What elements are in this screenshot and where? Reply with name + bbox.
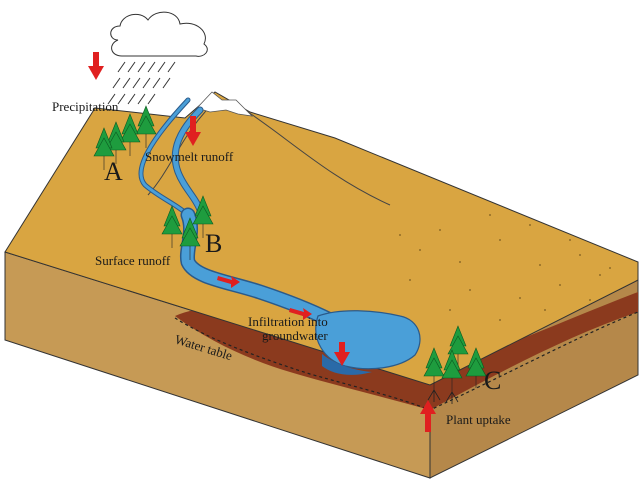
lake <box>315 310 421 370</box>
plant-uptake-arrow-icon <box>420 400 436 432</box>
snowmelt-runoff-label: Snowmelt runoff <box>145 149 234 164</box>
infiltration-label-line2: groundwater <box>262 328 328 343</box>
trees-site-b <box>161 195 214 260</box>
water-table-line <box>174 311 639 411</box>
river-flow-arrow-2-icon <box>289 308 312 320</box>
site-b-label: B <box>205 229 222 258</box>
cloud-icon <box>110 11 208 57</box>
infiltration-label-line1: Infiltration into <box>248 314 328 329</box>
infiltration-arrow-icon <box>334 342 350 366</box>
site-c-label: C <box>484 366 501 395</box>
groundwater-plume <box>322 354 372 375</box>
tree-roots <box>427 389 459 404</box>
surface-stream-left-fill <box>139 98 190 217</box>
trees-site-a <box>93 105 157 170</box>
rain-icon <box>107 61 176 105</box>
plant-uptake-label: Plant uptake <box>446 412 511 427</box>
surface-runoff-label: Surface runoff <box>95 253 171 268</box>
snow-cap <box>196 91 254 117</box>
precipitation-arrow-icon <box>88 52 104 80</box>
land-surface <box>4 91 639 386</box>
site-a-label: A <box>104 157 123 186</box>
groundwater-zone-front <box>175 308 430 410</box>
river-flow-arrow-1-icon <box>217 276 240 288</box>
trees-site-c <box>423 325 487 392</box>
precipitation-label: Precipitation <box>52 99 119 114</box>
groundwater-zone-side <box>430 292 638 410</box>
snowmelt-arrow-icon <box>185 116 201 146</box>
snowmelt-stream-fill <box>172 107 203 213</box>
surface-stipple <box>399 214 611 321</box>
